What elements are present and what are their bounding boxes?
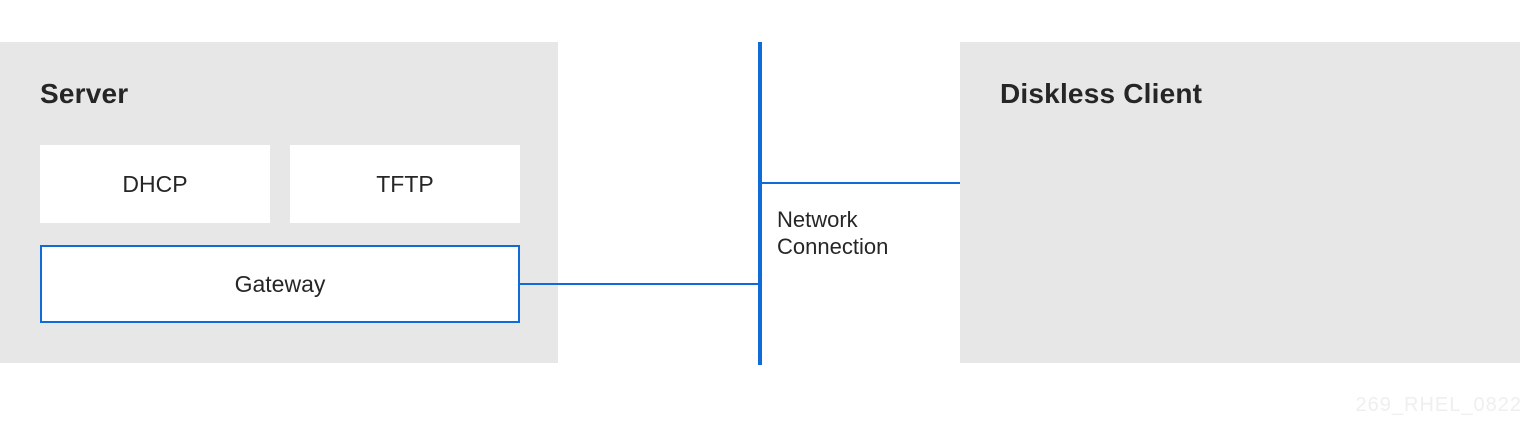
gateway-to-trunk-line <box>520 283 758 285</box>
network-connection-label: Network Connection <box>777 207 889 259</box>
gateway-box: Gateway <box>40 245 520 323</box>
network-trunk-line <box>758 42 762 365</box>
diskless-client-panel <box>960 42 1520 363</box>
tftp-box: TFTP <box>290 145 520 223</box>
watermark-text: 269_RHEL_0822 <box>1355 394 1520 416</box>
trunk-to-client-line <box>762 182 960 184</box>
server-title: Server <box>40 78 129 109</box>
diskless-client-title: Diskless Client <box>1000 78 1203 109</box>
dhcp-box: DHCP <box>40 145 270 223</box>
